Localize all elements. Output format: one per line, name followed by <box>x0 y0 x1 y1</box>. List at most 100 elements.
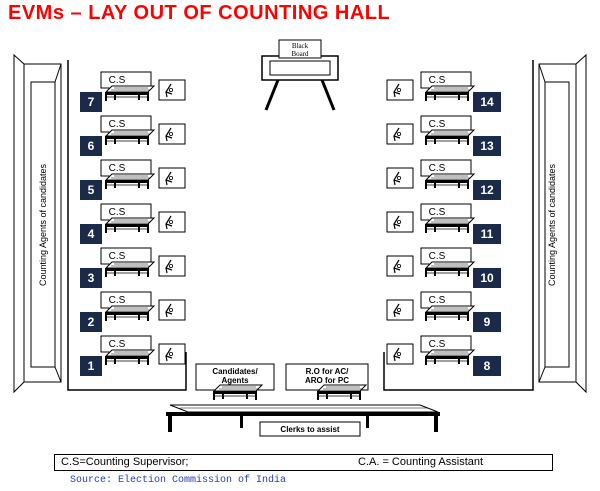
ro-table-label-line1: R.O for AC/ <box>306 367 350 376</box>
ca-seat-box <box>386 299 414 321</box>
ca-seat-box <box>158 255 186 277</box>
table-number-badge <box>473 356 501 376</box>
table-number-badge <box>80 136 102 156</box>
table-number: 5 <box>88 183 95 197</box>
table-number: 13 <box>480 139 494 153</box>
table-number-badge <box>80 356 102 376</box>
right-enclosure <box>383 60 534 391</box>
table-number: 10 <box>480 271 494 285</box>
ca-seat-box <box>386 255 414 277</box>
table-number-badge <box>80 180 102 200</box>
cs-label: C.S <box>109 339 126 350</box>
ca-seat-box <box>386 211 414 233</box>
cs-label: C.S <box>429 119 446 130</box>
ca-seat-box <box>386 123 414 145</box>
table-number: 8 <box>484 359 491 373</box>
counting-table-9: C.S9 <box>386 291 501 332</box>
counting-table-4: C.S 4 <box>80 203 186 244</box>
evm-table-icon <box>104 217 155 234</box>
cs-label: C.S <box>429 251 446 262</box>
left-enclosure <box>67 60 187 391</box>
ro-table: R.O for AC/ ARO for PC <box>285 363 369 401</box>
table-number: 3 <box>88 271 95 285</box>
evm-table-icon <box>104 349 155 366</box>
black-board: Black Board <box>261 39 339 111</box>
left-barrier <box>13 53 62 394</box>
table-number-badge <box>473 268 501 288</box>
candidates-table-label-line1: Candidates/ <box>212 367 258 376</box>
clerks-label: Clerks to assist <box>280 425 339 434</box>
page-title: EVMs – LAY OUT OF COUNTING HALL <box>8 2 391 24</box>
left-agents-label: Counting Agents of candidates <box>38 163 48 286</box>
table-number-badge <box>473 136 501 156</box>
evm-table-icon <box>424 217 475 234</box>
table-number: 2 <box>88 315 95 329</box>
table-number-badge <box>473 180 501 200</box>
source-caption: Source: Election Commission of India <box>70 475 287 486</box>
table-number-badge <box>80 268 102 288</box>
counting-table-3: C.S 3 <box>80 247 186 288</box>
counting-table-7: C.S 7 <box>80 71 186 112</box>
ca-seat-box <box>158 79 186 101</box>
evm-table-icon <box>424 261 475 278</box>
evm-table-icon <box>104 85 155 102</box>
ca-seat-box <box>158 343 186 365</box>
evm-table-icon <box>424 173 475 190</box>
evm-table-icon <box>424 129 475 146</box>
table-number: 7 <box>88 95 95 109</box>
legend-cs: C.S=Counting Supervisor; <box>61 456 189 468</box>
cs-label: C.S <box>109 119 126 130</box>
cs-label: C.S <box>109 295 126 306</box>
table-number: 11 <box>481 227 494 241</box>
table-number-badge <box>473 224 501 244</box>
table-number: 1 <box>88 359 95 373</box>
candidates-table-label-line2: Agents <box>221 376 249 385</box>
evm-table-icon <box>104 305 155 322</box>
evm-table-icon <box>104 129 155 146</box>
counting-table-1: C.S 1 <box>80 335 186 376</box>
counting-table-12: C.S12 <box>386 159 501 200</box>
cs-label: C.S <box>109 75 126 86</box>
evm-table-icon <box>424 85 475 102</box>
ca-seat-box <box>386 79 414 101</box>
ca-seat-box <box>386 343 414 365</box>
ca-seat-box <box>158 167 186 189</box>
left-counting-tables: C.S7C.S6C.S5C.S4C.S3C.S2C.S1 <box>80 71 186 376</box>
clerks-bench: Clerks to assist <box>166 404 440 437</box>
cs-label: C.S <box>429 75 446 86</box>
ro-table-label-line2: ARO for PC <box>305 376 349 385</box>
ca-seat-box <box>158 123 186 145</box>
counting-table-5: C.S 5 <box>80 159 186 200</box>
ca-seat-box <box>158 211 186 233</box>
table-number-badge <box>80 92 102 112</box>
black-board-label-line2: Board <box>291 50 309 58</box>
table-number: 14 <box>480 95 494 109</box>
table-number: 9 <box>484 315 491 329</box>
table-number-badge <box>473 92 501 112</box>
table-number-badge <box>80 224 102 244</box>
black-board-label-line1: Black <box>292 42 309 50</box>
table-number-badge <box>473 312 501 332</box>
counting-table-14: C.S 14 <box>386 71 501 112</box>
right-agents-label: Counting Agents of candidates <box>547 163 557 286</box>
table-number: 6 <box>88 139 95 153</box>
cs-label: C.S <box>429 207 446 218</box>
counting-table-2: C.S 2 <box>80 291 186 332</box>
cs-label: C.S <box>429 339 446 350</box>
ca-seat-box <box>158 299 186 321</box>
evm-table-icon <box>424 349 475 366</box>
cs-label: C.S <box>429 163 446 174</box>
cs-label: C.S <box>109 207 126 218</box>
counting-table-8: C.S 8 <box>386 335 501 376</box>
candidates-table: Candidates/ Agents <box>195 363 275 401</box>
table-number-badge <box>80 312 102 332</box>
counting-table-13: C.S 13 <box>386 115 501 156</box>
counting-table-10: C.S 10 <box>386 247 501 288</box>
evm-table-icon <box>104 173 155 190</box>
cs-label: C.S <box>109 163 126 174</box>
table-number: 4 <box>88 227 95 241</box>
counting-table-11: C.S 11 <box>386 203 501 244</box>
cs-label: C.S <box>109 251 126 262</box>
ca-seat-box <box>386 167 414 189</box>
